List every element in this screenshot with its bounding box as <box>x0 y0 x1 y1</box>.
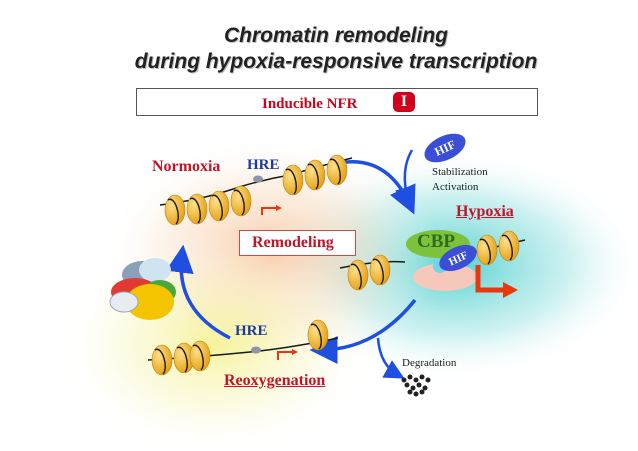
inducible-nfr-box <box>136 88 538 116</box>
activation-text: Activation <box>432 181 479 193</box>
diagram-title-line2: during hypoxia-responsive transcription <box>134 50 538 73</box>
degradation-arrow <box>376 337 405 379</box>
cycle-arrow-reoxygenation-to-normoxia <box>165 244 231 340</box>
hre-site-bottom <box>251 346 261 354</box>
hre-label-top: HRE <box>247 157 280 173</box>
remodeling-complex-icon <box>109 258 176 320</box>
hif-protein-free <box>424 133 466 163</box>
hif-protein-bound <box>439 244 477 272</box>
promoter-arrow-reoxygenation <box>277 351 294 360</box>
hre-site-top <box>253 175 263 183</box>
reoxygenation-label: Reoxygenation <box>224 372 326 389</box>
promoter-arrow-normoxia <box>261 207 278 215</box>
normoxia-nucleosomes <box>164 154 348 226</box>
remodeling-label: Remodeling <box>252 234 334 251</box>
degradation-label: Degradation <box>402 357 457 369</box>
degraded-hif-icon <box>401 374 431 397</box>
normoxia-label: Normoxia <box>152 158 221 175</box>
hypoxia-label: Hypoxia <box>456 203 514 220</box>
inducible-nfr-label: Inducible NFR <box>262 96 358 112</box>
reoxygenation-glow <box>55 235 375 451</box>
cycle-arrow-hypoxia-to-reoxygenation <box>309 298 417 364</box>
reoxygenation-nucleosomes <box>151 319 329 376</box>
stabilization-text: Stabilization <box>432 166 488 178</box>
remodeling-box <box>239 230 356 256</box>
stabilization-activation-label: Stabilization Activation <box>432 165 488 195</box>
hypoxia-nucleosomes <box>347 230 520 291</box>
promoter-arrow-hypoxia <box>475 265 505 293</box>
coactivator-complex <box>413 263 477 291</box>
cbp-label: CBP <box>417 231 455 252</box>
hre-label-bottom: HRE <box>235 323 268 339</box>
hif-stabilization-arrow <box>395 149 415 208</box>
diagram-title-line1: Chromatin remodeling <box>223 24 449 47</box>
nfr-badge: I <box>393 92 415 112</box>
